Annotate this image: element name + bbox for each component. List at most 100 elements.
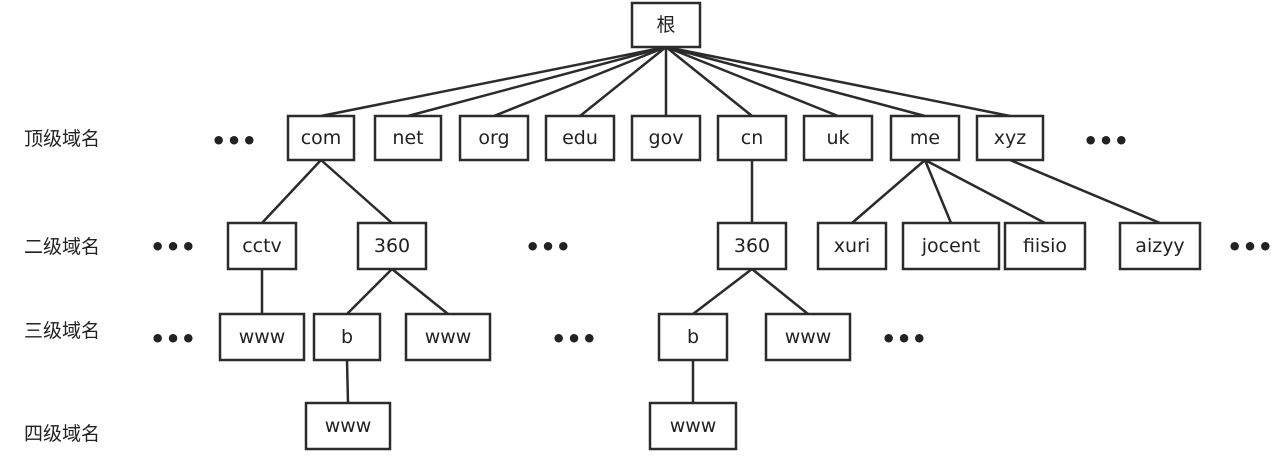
ellipses: ••• ••• ••• ••• ••• ••• ••• ••• [150, 127, 1273, 353]
edge-root-net [407, 45, 667, 118]
edge-root-org [493, 45, 667, 118]
node-www2: www [404, 312, 492, 362]
level-label-fourth: 四级域名 [24, 423, 100, 445]
node-cctv: cctv [226, 221, 298, 271]
node-box [1118, 221, 1202, 271]
node-label: net [392, 127, 423, 149]
node-box [648, 401, 738, 451]
nodes: 根 com net org edu gov cn uk me xyz cctv 360 360 xuri j… [218, 1, 1202, 451]
node-label: www [325, 415, 372, 437]
node-label: me [910, 127, 940, 149]
node-box [373, 114, 443, 162]
node-www1: www [218, 312, 306, 362]
node-label: 360 [734, 235, 770, 257]
node-box [286, 114, 356, 162]
edge-me-fiisio [924, 158, 1046, 225]
node-box [716, 221, 788, 271]
edge-s360b-www3 [751, 268, 809, 315]
node-box [458, 114, 530, 162]
node-label: gov [649, 127, 684, 149]
edge-root-edu [579, 46, 667, 117]
node-xuri: xuri [816, 221, 888, 271]
edge-s360a-www2 [391, 268, 449, 315]
node-box [226, 221, 298, 271]
edge-s360b-b2 [692, 268, 753, 315]
node-label: com [301, 127, 342, 149]
node-s360b: 360 [716, 221, 788, 271]
ellipsis-1: ••• [1083, 127, 1129, 155]
node-xyz: xyz [975, 114, 1045, 162]
edge-com-cctv [261, 159, 322, 224]
node-fiisio: fiisio [1003, 221, 1087, 271]
edge-xyz-aizyy [1009, 158, 1161, 225]
edge-s360a-b1 [346, 268, 393, 315]
edge-root-com [320, 45, 667, 118]
node-box [356, 221, 428, 271]
edge-root-xyz [665, 45, 1011, 118]
node-box [802, 114, 874, 162]
node-com: com [286, 114, 356, 162]
edge-root-uk [665, 45, 839, 118]
node-box [975, 114, 1045, 162]
node-cn: cn [716, 114, 788, 162]
node-gov: gov [630, 114, 702, 162]
node-uk: uk [802, 114, 874, 162]
node-b1: b [312, 312, 382, 362]
node-label: uk [826, 127, 849, 149]
level-label-second: 二级域名 [24, 236, 100, 258]
node-box [544, 114, 616, 162]
node-www5: www [648, 401, 738, 451]
node-label: cctv [242, 235, 282, 257]
node-label: jocent [921, 235, 981, 257]
ellipsis-0: ••• [211, 127, 257, 155]
node-label: edu [562, 127, 598, 149]
node-label: b [687, 326, 699, 348]
node-net: net [373, 114, 443, 162]
node-b2: b [657, 312, 729, 362]
ellipsis-4: ••• [1227, 233, 1273, 261]
edges [260, 45, 1161, 404]
node-box [630, 1, 702, 49]
node-label: 360 [374, 235, 410, 257]
level-label-third: 三级域名 [24, 320, 100, 342]
ellipsis-2: ••• [150, 233, 196, 261]
ellipsis-6: ••• [551, 325, 597, 353]
node-label: www [785, 326, 832, 348]
node-box [901, 221, 1001, 271]
node-label: xuri [834, 235, 870, 257]
node-me: me [889, 114, 961, 162]
node-org: org [458, 114, 530, 162]
node-jocent: jocent [901, 221, 1001, 271]
node-box [889, 114, 961, 162]
node-label: 根 [656, 14, 675, 36]
node-root: 根 [630, 1, 702, 49]
node-label: www [239, 326, 286, 348]
node-box [716, 114, 788, 162]
node-box [657, 312, 729, 362]
node-label: aizyy [1135, 235, 1184, 257]
edge-b1-www4 [345, 359, 350, 404]
ellipsis-5: ••• [150, 325, 196, 353]
node-aizyy: aizyy [1118, 221, 1202, 271]
ellipsis-3: ••• [525, 233, 571, 261]
node-label: fiisio [1023, 235, 1067, 257]
node-box [404, 312, 492, 362]
edge-root-cn [665, 46, 753, 117]
node-www3: www [764, 312, 852, 362]
node-label: org [478, 127, 509, 149]
edge-me-jocent [923, 159, 953, 224]
node-box [218, 312, 306, 362]
node-label: xyz [994, 127, 1026, 149]
node-box [630, 114, 702, 162]
node-label: b [341, 326, 353, 348]
ellipsis-7: ••• [881, 325, 927, 353]
node-edu: edu [544, 114, 616, 162]
edge-com-s360a [320, 159, 393, 224]
node-box [1003, 221, 1087, 271]
node-www4: www [304, 401, 392, 451]
node-box [304, 401, 392, 451]
node-label: www [670, 415, 717, 437]
node-label: cn [741, 127, 764, 149]
